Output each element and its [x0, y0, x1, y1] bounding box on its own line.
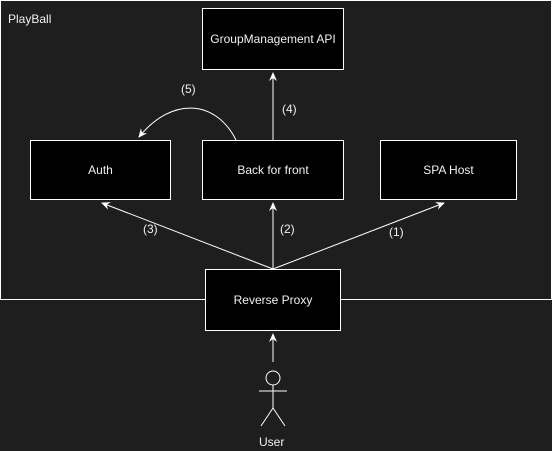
edge-proxy-to-spa-host [272, 202, 445, 270]
spa-host-label: SPA Host [423, 163, 474, 177]
user-label: User [259, 435, 285, 449]
edge-bff-to-auth [138, 107, 237, 141]
proxy-label: Reverse Proxy [233, 293, 313, 307]
edge-proxy-to-auth [101, 202, 274, 270]
back-for-front-box[interactable] [202, 140, 344, 200]
group-api-label: GroupManagement API [210, 32, 336, 46]
edge-label-2: (2) [280, 222, 295, 236]
auth-label: Auth [88, 163, 113, 177]
edge-label-1: (1) [389, 225, 404, 239]
edge-label-3: (3) [143, 222, 158, 236]
group-management-api-box[interactable] [202, 8, 344, 70]
reverse-proxy-box[interactable] [205, 269, 341, 331]
auth-box[interactable] [30, 140, 171, 200]
container-title: PlayBall [8, 12, 52, 26]
user-actor-icon[interactable] [259, 370, 287, 427]
edge-label-4: (4) [282, 102, 297, 116]
spa-host-box[interactable] [380, 140, 517, 200]
bff-label: Back for front [237, 163, 309, 177]
edge-label-5: (5) [181, 82, 196, 96]
